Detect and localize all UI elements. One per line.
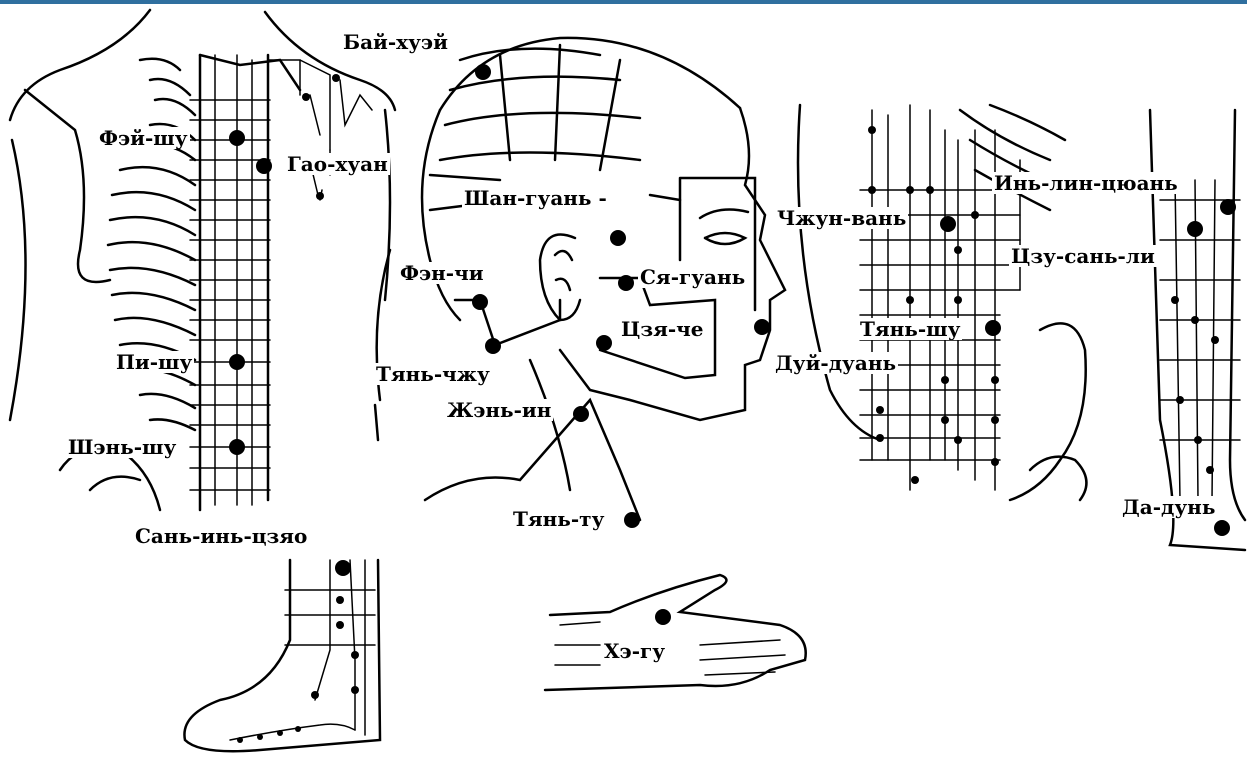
point-zhen-in-dot	[573, 406, 589, 422]
point-fei-shu-dot	[229, 130, 245, 146]
point-dui-duan-dot	[754, 319, 770, 335]
label-da-dun: Да-дунь	[1120, 496, 1217, 518]
foot-figure	[184, 560, 380, 751]
label-gao-huan: Гао-хуан	[285, 153, 390, 175]
point-san-in-tszyao-dot	[335, 560, 351, 576]
label-tian-shu: Тянь-шу	[858, 318, 962, 340]
point-gao-huan-dot	[256, 158, 272, 174]
point-bai-huei-dot	[475, 64, 491, 80]
point-shen-shu-dot	[229, 439, 245, 455]
label-sya-guan: Ся-гуань	[638, 266, 747, 288]
label-tian-zhu: Тянь-чжу	[374, 363, 492, 385]
point-pi-shu-dot	[229, 354, 245, 370]
label-tszya-che: Цзя-че	[619, 318, 706, 340]
label-bai-huei: Бай-хуэй	[341, 31, 450, 53]
label-he-gu: Хэ-гу	[602, 640, 667, 662]
point-sya-guan-dot	[618, 275, 634, 291]
point-tszu-san-li-dot	[1187, 221, 1203, 237]
point-yin-lin-tsuan-dot	[1220, 199, 1236, 215]
point-tian-shu-dot	[985, 320, 1001, 336]
label-tian-tu: Тянь-ту	[511, 508, 606, 530]
point-da-dun-dot	[1214, 520, 1230, 536]
label-tszu-san-li: Цзу-сань-ли	[1009, 245, 1157, 267]
point-feng-chi-dot	[472, 294, 488, 310]
label-shen-shu: Шэнь-шу	[66, 436, 178, 458]
label-yin-lin-tsuan: Инь-лин-цюань	[992, 172, 1180, 194]
point-shan-guan-dot	[610, 230, 626, 246]
label-feng-chi: Фэн-чи	[398, 262, 486, 284]
point-tszya-che-dot	[596, 335, 612, 351]
label-zhun-van: Чжун-вань	[775, 207, 908, 229]
label-shan-guan: Шан-гуань -	[462, 187, 609, 209]
label-pi-shu: Пи-шу	[114, 351, 194, 373]
point-tian-zhu-dot	[485, 338, 501, 354]
point-he-gu-dot	[655, 609, 671, 625]
label-san-in-tszyao: Сань-инь-цзяо	[133, 525, 309, 547]
point-tian-tu-dot	[624, 512, 640, 528]
label-fei-shu: Фэй-шу	[97, 127, 190, 149]
point-zhun-van-dot	[940, 216, 956, 232]
hand-figure	[545, 575, 806, 690]
label-zhen-in: Жэнь-ин	[445, 399, 553, 421]
label-dui-duan: Дуй-дуань	[773, 352, 898, 374]
